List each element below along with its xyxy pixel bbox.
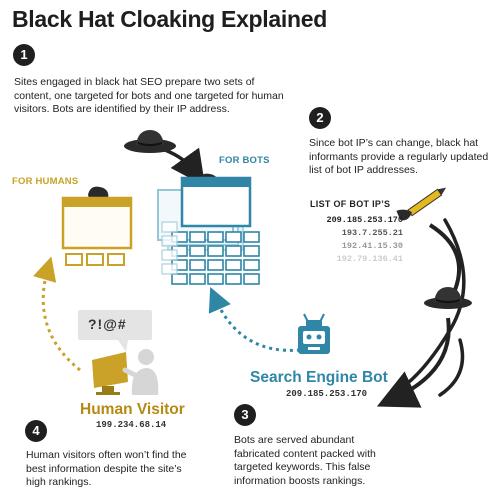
cycle-arrow-down	[438, 338, 465, 397]
step-2-text: Since bot IP’s can change, black hat inf…	[309, 137, 489, 176]
speech-bubble	[78, 310, 152, 352]
step-3-text: Bots are served abundant fabricated cont…	[234, 434, 376, 487]
search-engine-bot-label: Search Engine Bot	[250, 369, 388, 386]
black-hat-icon	[424, 287, 472, 309]
step-1-text: Sites engaged in black hat SEO prepare t…	[14, 76, 284, 115]
step-3-badge: 3	[234, 404, 256, 426]
page-title: Black Hat Cloaking Explained	[12, 6, 327, 32]
for-humans-label: FOR HUMANS	[12, 176, 79, 187]
pen-icon	[396, 187, 447, 221]
monitor-icon	[92, 352, 128, 395]
cycle-arrow-list-to-hat	[428, 223, 462, 291]
robot-icon	[298, 313, 330, 354]
step-4-badge: 4	[25, 420, 47, 442]
human-visitor-label: Human Visitor	[80, 401, 185, 418]
human-visitor-ip: 199.234.68.14	[96, 420, 167, 430]
for-bots-label: FOR BOTS	[219, 155, 270, 166]
step-1-badge: 1	[13, 44, 35, 66]
bots-browser-window	[157, 176, 260, 285]
search-engine-bot-ip: 209.185.253.170	[286, 389, 368, 399]
step-4-text: Human visitors often won’t find the best…	[26, 449, 187, 488]
humans-browser-window	[61, 196, 133, 266]
bot-ip-list-title: LIST OF BOT IP’S	[310, 199, 391, 209]
bot-ip-item: 209.185.253.170	[326, 215, 403, 225]
dotted-arrow-visitor-to-humans	[33, 256, 81, 372]
cycle-arrow-hat-to-bot	[376, 317, 451, 408]
dotted-arrow-bot-to-bots	[208, 287, 301, 352]
cycle-arrow-hat-to-bots	[163, 147, 206, 187]
step-2-badge: 2	[309, 107, 331, 129]
bot-ip-item: 192.79.136.41	[336, 254, 403, 264]
speech-bubble-text: ?!@#	[88, 316, 127, 332]
person-icon	[122, 349, 159, 395]
bot-ip-item: 193.7.255.21	[341, 228, 403, 238]
black-hat-icon	[124, 130, 176, 153]
bot-ip-item: 192.41.15.30	[341, 241, 403, 251]
